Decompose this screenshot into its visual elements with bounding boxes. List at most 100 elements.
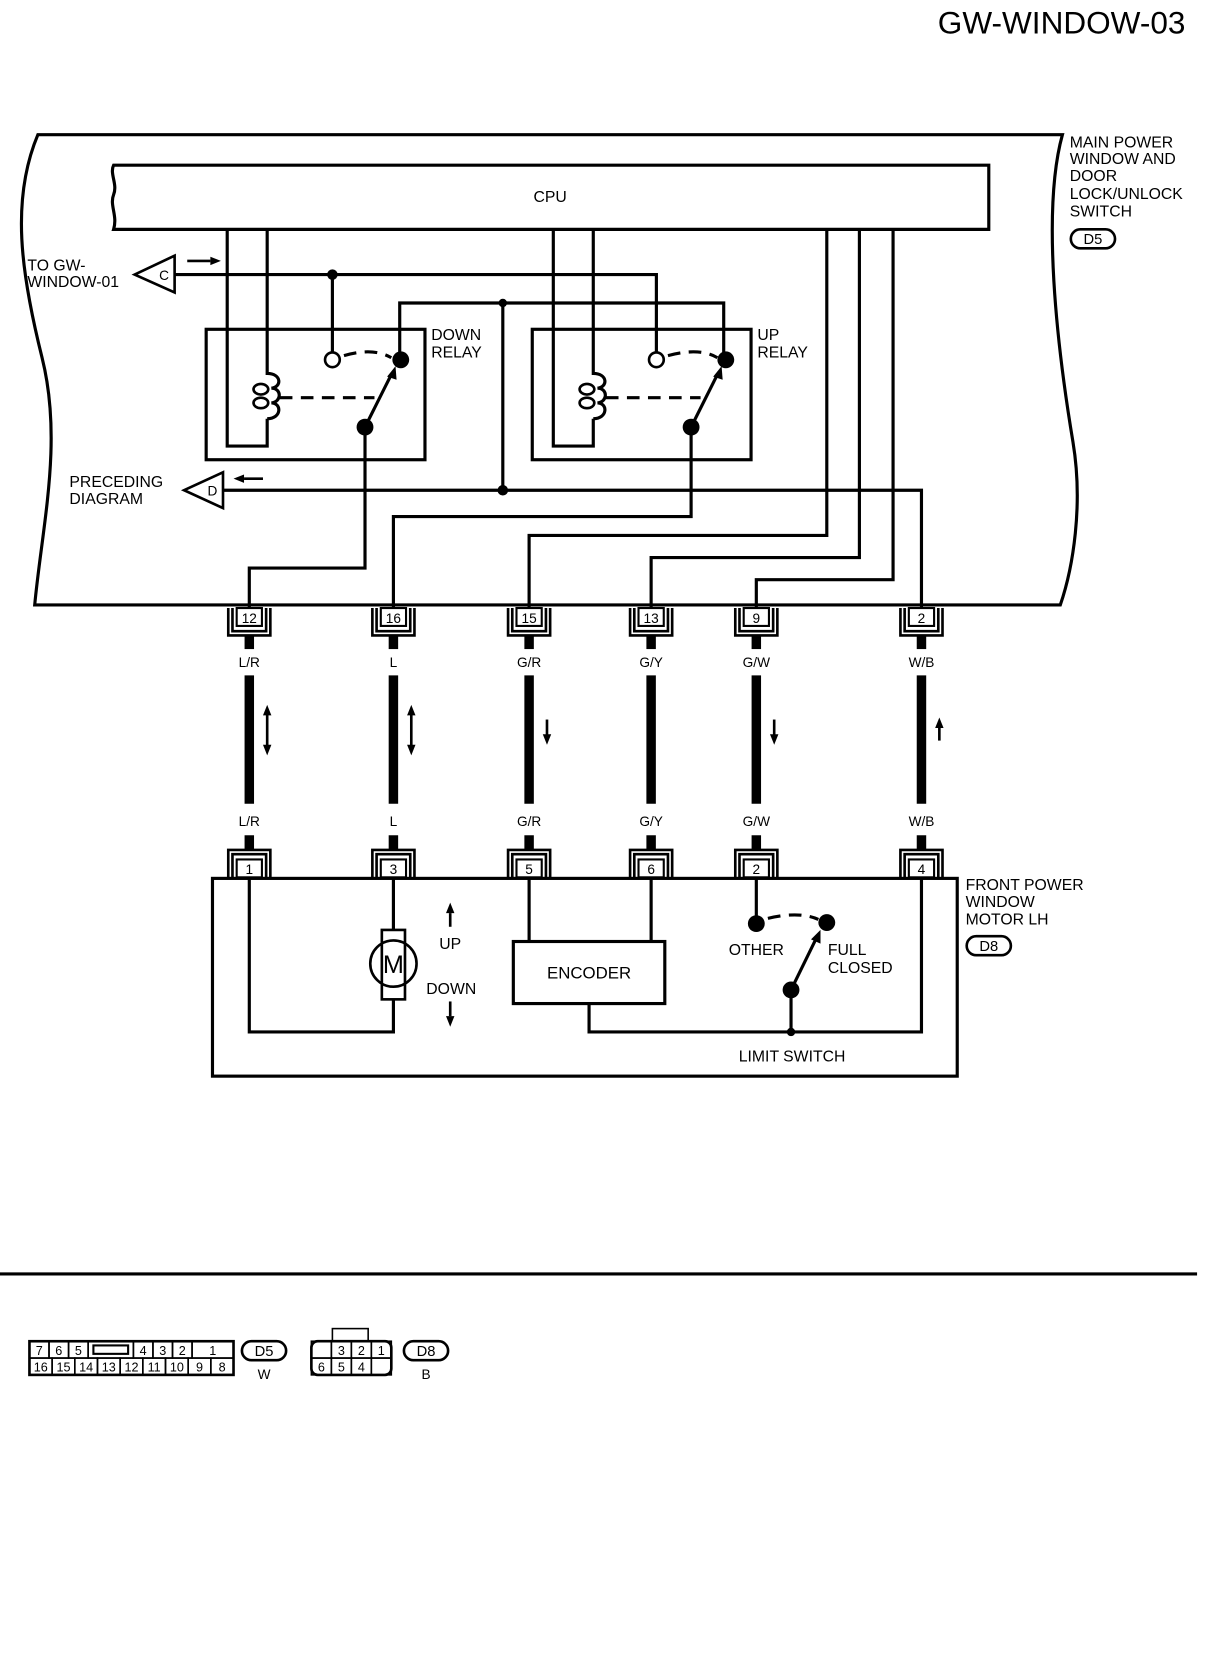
svg-text:D8: D8 [417, 1344, 436, 1360]
cpu-block [110, 163, 991, 231]
connector-badge-d8: D8 [965, 934, 1013, 957]
svg-text:WINDOW-01: WINDOW-01 [27, 274, 119, 291]
motor-pin-number: 6 [647, 862, 655, 877]
svg-text:2: 2 [358, 1344, 365, 1358]
svg-text:15: 15 [56, 1361, 70, 1375]
switch-pin-number: 13 [644, 611, 659, 626]
svg-text:FULL: FULL [828, 942, 867, 959]
wire-c-line [174, 273, 658, 354]
offpage-connector-d[interactable]: PRECEDING DIAGRAM D [69, 470, 263, 511]
wire-color-bottom: L/R [239, 814, 260, 829]
wire-color-top: L [390, 655, 398, 670]
svg-text:FRONT POWER: FRONT POWER [966, 877, 1084, 894]
svg-text:WINDOW: WINDOW [966, 894, 1035, 911]
wire-color-bottom: L [390, 814, 398, 829]
svg-text:13: 13 [102, 1361, 116, 1375]
motor-pin-number: 5 [525, 862, 533, 877]
cpu-label: CPU [533, 189, 566, 206]
wire-color-top: G/W [743, 655, 770, 670]
svg-text:WINDOW AND: WINDOW AND [1070, 151, 1176, 168]
svg-text:UP: UP [439, 936, 461, 953]
switch-pin-number: 2 [918, 611, 926, 626]
motor-symbol: M [383, 951, 404, 979]
svg-text:MOTOR LH: MOTOR LH [966, 912, 1049, 929]
wire-circuit[interactable]: 9G/W G/W 2 [733, 606, 779, 879]
svg-text:4: 4 [140, 1344, 147, 1358]
switch-pin-number: 15 [522, 611, 538, 626]
svg-text:DOWN: DOWN [426, 981, 476, 998]
svg-text:RELAY: RELAY [431, 345, 482, 362]
svg-text:5: 5 [338, 1361, 345, 1375]
svg-text:B: B [421, 1367, 430, 1382]
wire-color-bottom: G/R [517, 814, 541, 829]
svg-text:TO GW-: TO GW- [27, 257, 85, 274]
svg-text:14: 14 [79, 1361, 93, 1375]
svg-text:D8: D8 [979, 939, 998, 955]
switch-pin-number: 16 [386, 611, 401, 626]
wire-color-bottom: G/Y [639, 814, 663, 829]
svg-text:8: 8 [219, 1361, 226, 1375]
svg-text:MAIN POWER: MAIN POWER [1070, 134, 1173, 151]
wire-circuit[interactable]: 16L L 3 [371, 606, 416, 879]
svg-text:W: W [258, 1367, 271, 1382]
motor-pin-number: 3 [390, 862, 398, 877]
svg-text:1: 1 [378, 1344, 385, 1358]
svg-text:11: 11 [148, 1361, 161, 1375]
svg-text:DIAGRAM: DIAGRAM [69, 491, 143, 508]
switch-pin-number: 9 [753, 611, 761, 626]
svg-text:PRECEDING: PRECEDING [69, 474, 163, 491]
svg-text:3: 3 [159, 1344, 166, 1358]
switch-pin-number: 12 [242, 611, 257, 626]
wire-color-top: G/Y [639, 655, 663, 670]
svg-text:3: 3 [338, 1344, 345, 1358]
svg-text:6: 6 [318, 1361, 325, 1375]
main-switch-label: MAIN POWER WINDOW AND DOOR LOCK/UNLOCK S… [1070, 134, 1183, 220]
svg-text:16: 16 [34, 1361, 48, 1375]
up-relay: UP RELAY [530, 229, 808, 462]
svg-text:DOWN: DOWN [431, 327, 481, 344]
motor-pin-number: 2 [753, 862, 761, 877]
svg-text:9: 9 [196, 1361, 203, 1375]
wire-color-top: G/R [517, 655, 541, 670]
svg-text:D5: D5 [255, 1344, 274, 1360]
svg-text:OTHER: OTHER [729, 942, 784, 959]
svg-text:ENCODER: ENCODER [547, 963, 631, 982]
svg-text:C: C [159, 268, 169, 283]
svg-text:LOCK/UNLOCK: LOCK/UNLOCK [1070, 186, 1183, 203]
connector-badge-d5: D5 [1069, 228, 1117, 250]
front-power-window-motor: M UP DOWN ENCODER OTHER FULL CLOSED LIMI… [210, 876, 959, 1078]
wire-color-top: L/R [239, 655, 260, 670]
page-title: GW-WINDOW-03 [938, 5, 1186, 41]
wire-color-top: W/B [909, 655, 935, 670]
wire-color-bottom: W/B [909, 814, 935, 829]
svg-text:LIMIT SWITCH: LIMIT SWITCH [739, 1048, 846, 1065]
main-switch-outline [19, 133, 1079, 607]
motor-pin-number: 1 [245, 862, 253, 877]
svg-text:5: 5 [75, 1344, 82, 1358]
svg-text:RELAY: RELAY [757, 345, 808, 362]
svg-text:SWITCH: SWITCH [1070, 204, 1132, 221]
svg-text:7: 7 [36, 1344, 43, 1358]
svg-text:2: 2 [179, 1344, 186, 1358]
wire-circuit[interactable]: 15G/R G/R 5 [506, 606, 552, 879]
down-relay: DOWN RELAY [204, 229, 482, 462]
svg-text:4: 4 [358, 1361, 365, 1375]
svg-text:DOOR: DOOR [1070, 168, 1117, 185]
svg-text:UP: UP [757, 327, 779, 344]
wire-circuit[interactable]: 2W/B W/B 4 [899, 606, 944, 879]
svg-text:1: 1 [209, 1344, 216, 1358]
wire-circuit[interactable]: 13G/Y G/Y 6 [628, 606, 674, 879]
offpage-connector-c[interactable]: TO GW- WINDOW-01 C [27, 253, 221, 295]
wire-circuit[interactable]: 12L/R L/R 1 [226, 606, 272, 879]
svg-text:6: 6 [55, 1344, 62, 1358]
motor-pin-number: 4 [918, 862, 926, 877]
svg-text:CLOSED: CLOSED [828, 960, 893, 977]
svg-text:12: 12 [124, 1361, 138, 1375]
wire-color-bottom: G/W [743, 814, 770, 829]
motor-label: FRONT POWER WINDOW MOTOR LH [966, 877, 1084, 929]
svg-text:D: D [208, 483, 218, 498]
svg-text:10: 10 [170, 1361, 184, 1375]
